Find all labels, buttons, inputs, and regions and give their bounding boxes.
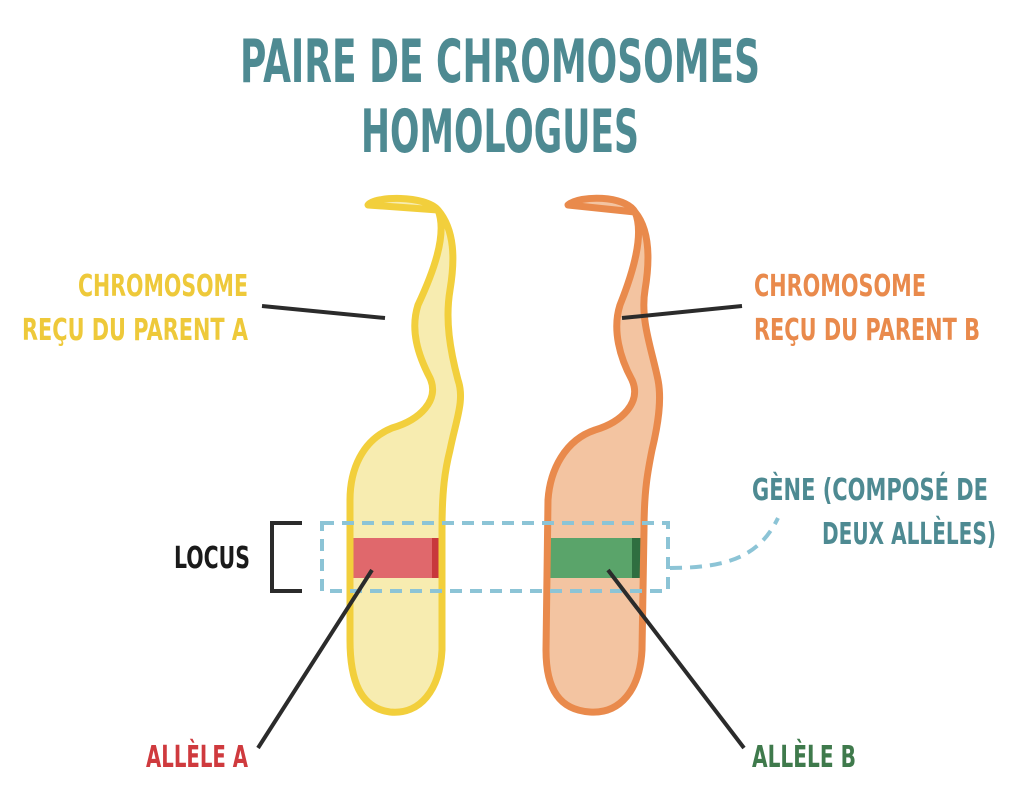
leader-line-allele-b <box>606 568 746 750</box>
title-line-1: PAIRE DE CHROMOSOMES <box>240 27 760 97</box>
chromosome-a-outline <box>346 195 465 716</box>
label-locus: LOCUS <box>174 541 250 576</box>
label-allele-a: ALLÈLE A <box>146 739 249 775</box>
chromosome-b-body <box>546 198 660 713</box>
allele-a-band <box>350 538 461 578</box>
label-allele-b: ALLÈLE B <box>752 739 856 775</box>
chromosome-parent-b <box>542 194 664 716</box>
gene-dashed-connector <box>669 517 780 570</box>
leader-line-chromosome-a <box>261 304 386 320</box>
leader-line-allele-a <box>256 568 374 750</box>
chromosome-parent-a <box>346 195 465 716</box>
gene-dashed-box <box>320 521 670 593</box>
label-gene-line-2: DEUX ALLÈLES) <box>822 516 996 552</box>
label-chromosome-a-line-2: REÇU DU PARENT A <box>22 313 249 348</box>
label-chromosome-b-line-1: CHROMOSOME <box>754 269 926 304</box>
chromosome-a-body <box>350 198 461 713</box>
label-chromosome-a-line-1: CHROMOSOME <box>78 269 248 304</box>
leader-line-chromosome-b <box>621 304 743 320</box>
title-line-2: HOMOLOGUES <box>361 97 639 167</box>
chromosome-b-outline <box>542 194 664 716</box>
locus-bracket <box>270 521 302 593</box>
label-chromosome-b-line-2: REÇU DU PARENT B <box>754 313 980 348</box>
label-gene-line-1: GÈNE (COMPOSÉ DE <box>752 472 988 508</box>
